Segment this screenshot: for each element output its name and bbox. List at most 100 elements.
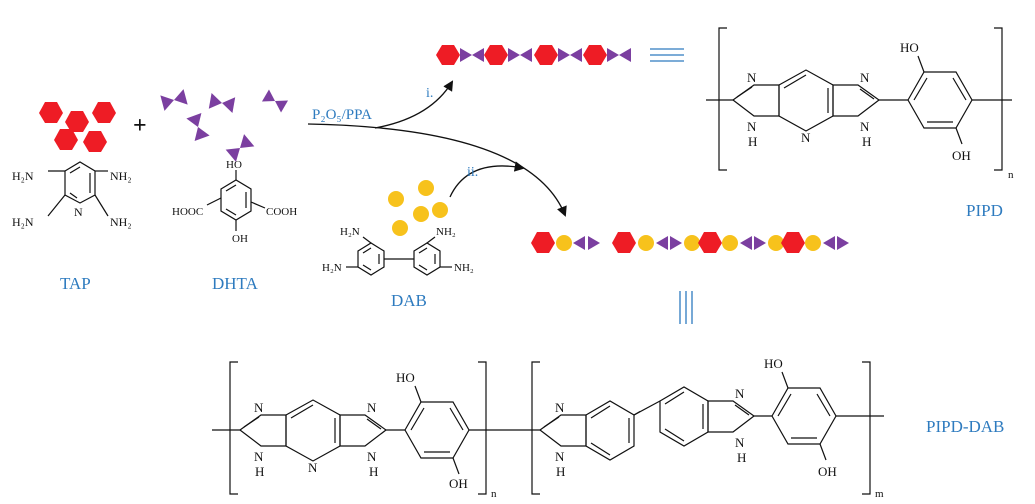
dab-nh2-1: H₂N — [340, 226, 360, 238]
yellow-circle — [388, 191, 404, 207]
reaction-arrows — [307, 80, 567, 217]
pipd-n5: N — [860, 119, 870, 134]
pipd-dab-ho1: HO — [396, 370, 415, 385]
yellow-circle — [805, 235, 821, 251]
purple-triangle — [570, 48, 582, 62]
pipd-ho: HO — [900, 40, 919, 55]
pipd-dab-n9: N — [735, 435, 745, 450]
purple-triangle — [460, 48, 472, 62]
tap-name: TAP — [60, 274, 91, 293]
tap-ring-n: N — [74, 205, 83, 219]
pipd-sub-n: n — [1008, 169, 1014, 181]
dhta-name: DHTA — [212, 274, 259, 293]
pipd-dab-n6: N — [555, 400, 565, 415]
pipd-dab-oh1: OH — [449, 476, 468, 491]
pipd-h1: H — [748, 134, 757, 149]
purple-bowtie — [186, 112, 210, 142]
pipd-dab-h2: H — [369, 464, 378, 479]
dab-nh2-2: H₂N — [322, 262, 342, 274]
tap-red-hexagons — [39, 102, 116, 152]
tap-nh2-bl: H₂N — [12, 215, 34, 229]
pipd-dab-name: PIPD-DAB — [926, 417, 1004, 436]
yellow-circle — [768, 235, 784, 251]
red-hexagon — [484, 45, 508, 65]
pipd-n3: N — [801, 130, 811, 145]
yellow-circle — [638, 235, 654, 251]
pipd-dab-n7: N — [555, 449, 565, 464]
purple-triangle — [656, 236, 668, 250]
pipd-dab-oh2: OH — [818, 464, 837, 479]
pipd-dab-sub-n: n — [491, 488, 497, 500]
dhta-cooh-left: HOOC — [172, 206, 203, 218]
dhta-oh-bottom: OH — [232, 233, 248, 245]
dhta-purple-bowties — [160, 89, 289, 162]
pipd-bead-chain — [436, 45, 631, 65]
purple-triangle — [472, 48, 484, 62]
purple-bowtie — [208, 93, 236, 113]
pipd-n1: N — [747, 70, 757, 85]
purple-triangle — [508, 48, 520, 62]
purple-triangle — [754, 236, 766, 250]
purple-bowtie — [160, 89, 188, 111]
purple-triangle — [520, 48, 532, 62]
red-hexagon — [781, 232, 805, 253]
yellow-circle — [722, 235, 738, 251]
purple-triangle — [837, 236, 849, 250]
yellow-circle — [432, 202, 448, 218]
red-hexagon — [83, 131, 107, 152]
pipd-dab-n5: N — [367, 449, 377, 464]
plus-sign: + — [133, 113, 147, 139]
pipd-oh: OH — [952, 148, 971, 163]
dhta-oh-top: HO — [226, 159, 242, 171]
purple-bowtie — [261, 89, 289, 113]
equivalence-sign-vertical — [679, 291, 693, 324]
purple-triangle — [670, 236, 682, 250]
red-hexagon — [65, 111, 89, 132]
purple-triangle — [619, 48, 631, 62]
pipd-n2: N — [747, 119, 757, 134]
red-hexagon — [54, 129, 78, 150]
yellow-circle — [392, 220, 408, 236]
tap-structure — [47, 161, 109, 217]
purple-triangle — [740, 236, 752, 250]
purple-triangle — [588, 236, 600, 250]
red-hexagon — [436, 45, 460, 65]
yellow-circle — [413, 206, 429, 222]
arrow-step-ii — [449, 161, 526, 198]
pipd-structure — [706, 27, 1012, 171]
arrow-step-i — [374, 80, 454, 129]
tap-nh2-br: NH₂ — [110, 215, 132, 229]
red-hexagon — [92, 102, 116, 123]
purple-triangle — [573, 236, 585, 250]
yellow-circle — [556, 235, 572, 251]
dab-yellow-circles — [388, 180, 448, 236]
red-hexagon — [39, 102, 63, 123]
arrow-main — [307, 123, 567, 217]
pipd-dab-n8: N — [735, 386, 745, 401]
red-hexagon — [531, 232, 555, 253]
pipd-dab-bead-chain — [531, 232, 849, 253]
dab-structure — [346, 236, 452, 276]
dab-nh2-3: NH₂ — [436, 226, 456, 238]
pipd-dab-n4: N — [367, 400, 377, 415]
yellow-circle — [418, 180, 434, 196]
dhta-cooh-right: COOH — [266, 206, 297, 218]
pipd-n4: N — [860, 70, 870, 85]
pipd-dab-ho2: HO — [764, 356, 783, 371]
step-ii-label: ii. — [467, 165, 478, 180]
purple-triangle — [823, 236, 835, 250]
tap-nh2-tl: H₂N — [12, 169, 34, 183]
purple-bowtie — [225, 134, 255, 162]
pipd-dab-n3: N — [308, 460, 318, 475]
dhta-structure — [206, 170, 266, 231]
pipd-dab-h4: H — [737, 450, 746, 465]
pipd-name: PIPD — [966, 201, 1003, 220]
pipd-h2: H — [862, 134, 871, 149]
red-hexagon — [612, 232, 636, 253]
pipd-dab-n1: N — [254, 400, 264, 415]
red-hexagon — [583, 45, 607, 65]
pipd-dab-biphenyl — [633, 371, 884, 461]
pipd-dab-sub-m: m — [875, 488, 884, 500]
